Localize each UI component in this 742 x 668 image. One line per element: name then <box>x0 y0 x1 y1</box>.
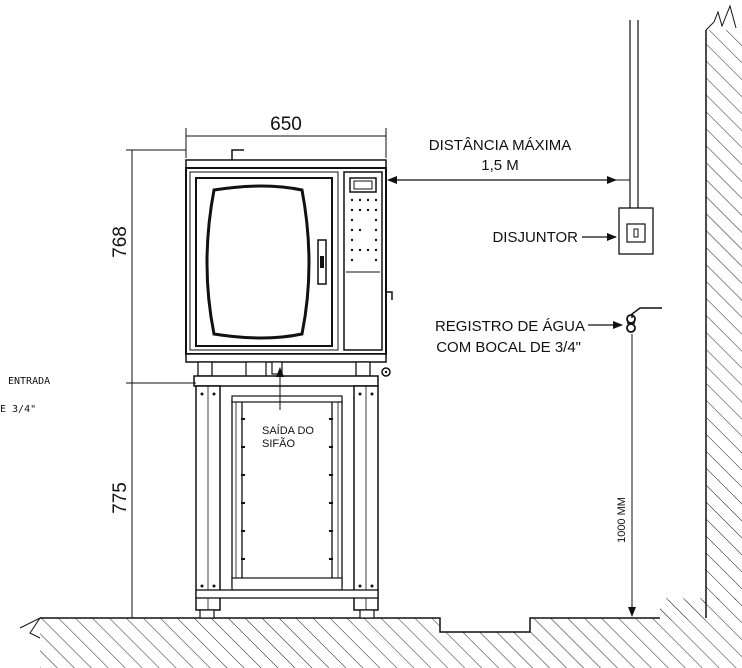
wall <box>660 4 742 620</box>
water-valve-label-1: REGISTRO DE ÁGUA <box>435 318 585 335</box>
water-valve-callout: REGISTRO DE ÁGUA COM BOCAL DE 3/4" <box>435 318 623 356</box>
breaker-assembly <box>618 20 654 255</box>
height-dimensions: 768 775 <box>110 149 196 619</box>
breaker-label: DISJUNTOR <box>492 229 578 246</box>
max-distance-label-2: 1,5 M <box>481 157 519 174</box>
water-valve-label-2: COM BOCAL DE 3/4" <box>436 339 581 356</box>
stand-height-label: 775 <box>110 482 131 514</box>
inlet-label-1: ENTRADA <box>8 376 50 387</box>
water-height-dimension: 1000 MM <box>616 334 636 617</box>
floor <box>19 598 742 668</box>
max-distance-label-1: DISTÂNCIA MÁXIMA <box>429 137 572 154</box>
combi-oven <box>185 149 393 379</box>
oven-window <box>205 184 311 340</box>
drain-callout: SAÍDA DO SIFÃO <box>262 367 314 450</box>
drain-label-2: SIFÃO <box>262 437 295 450</box>
width-dimension: 650 <box>185 114 387 158</box>
water-valve-icon <box>626 307 662 333</box>
drain-label-1: SAÍDA DO <box>262 424 314 437</box>
max-distance-dimension: DISTÂNCIA MÁXIMA 1,5 M <box>387 137 630 184</box>
breaker-callout: DISJUNTOR <box>492 229 617 246</box>
oven-height-label: 768 <box>110 226 131 258</box>
oven-stand <box>193 375 379 619</box>
inlet-label-2: E 3/4" <box>0 404 36 415</box>
width-label: 650 <box>270 114 302 135</box>
control-panel <box>343 171 383 351</box>
water-height-label: 1000 MM <box>616 497 628 543</box>
oven-door <box>195 177 333 347</box>
water-inlet-callout: ENTRADA E 3/4" <box>0 376 196 415</box>
rack-guides <box>241 418 333 560</box>
control-buttons <box>350 198 378 262</box>
